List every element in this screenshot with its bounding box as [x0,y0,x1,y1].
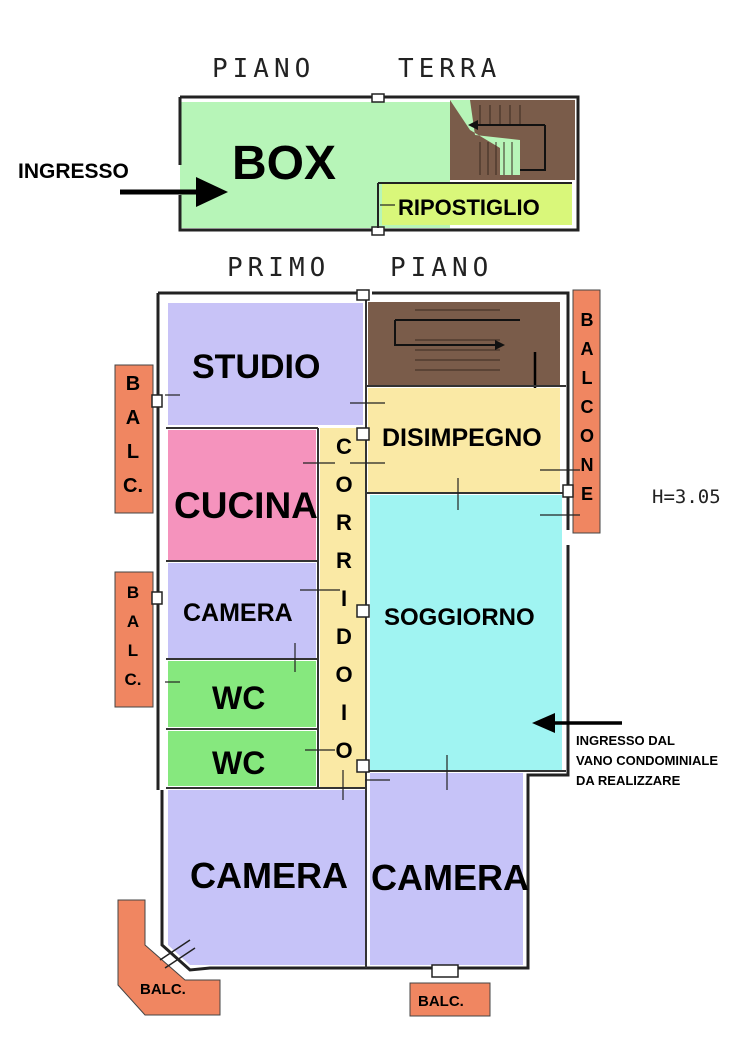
wc-1-room [168,661,316,727]
balcony-left-mid-letter-3: L [128,641,138,660]
first-floor-heading-1: PRIMO [227,253,330,283]
first-floor-inner-walls [166,300,566,968]
entrance-label: INGRESSO [18,160,129,183]
kitchen-label: CUCINA [174,485,318,526]
balcony-left-top-letter-4: C. [123,475,143,497]
first-floor-heading-2: PIANO [390,253,493,283]
living-room [370,495,562,770]
first-floor: STUDIO DISIMPEGNO CUCINA SOGGIORNO CAMER… [114,204,718,1017]
balcony-left-top-letter-2: A [126,407,140,429]
balcony-right-letter-1: B [581,310,594,330]
balcony-bottom-right-label: BALC. [418,993,464,1010]
balcony-bottom-left-label: BALC. [140,981,186,998]
door-marks [165,204,580,800]
wc-2-room [168,731,316,786]
corridor-letter-6: D [336,624,352,649]
bedroom-small-label: CAMERA [183,599,293,627]
ceiling-height-label: H=3.05 [652,486,721,508]
stair-arrow-ground [475,124,546,171]
balcony-left-top [114,364,154,514]
stair-arrow-first [394,319,520,346]
balcony-left-mid-letter-1: B [127,583,139,602]
bedroom-left-room [168,790,366,965]
bedroom-right-label: CAMERA [371,857,529,898]
ground-floor-heading-2: TERRA [398,54,501,84]
balcony-left-mid [114,571,154,708]
corridor-letter-8: I [341,700,347,725]
landing-room [368,388,560,492]
corridor-letter-7: O [335,662,352,687]
bedroom-small-room [168,563,316,658]
balcony-right-letter-3: L [582,368,593,388]
first-floor-outer-walls [156,291,570,972]
stair-treads-ground [479,105,521,175]
storage-label: RIPOSTIGLIO [398,195,540,220]
entrance-note-line-2: VANO CONDOMINIALE [576,753,718,768]
balcony-right [572,289,601,534]
landing-label: DISIMPEGNO [382,424,542,452]
box-label: BOX [232,137,336,190]
studio-label: STUDIO [192,348,320,386]
stairs-first [368,302,560,385]
bedroom-left-label: CAMERA [190,855,348,896]
balcony-right-letter-7: E [581,484,593,504]
balcony-left-mid-letter-2: A [127,612,139,631]
balcony-left-top-letter-1: B [126,373,140,395]
corridor-letter-9: O [335,738,352,763]
entrance-note-line-3: DA REALIZZARE [576,773,681,788]
balcony-right-letter-2: A [581,339,594,359]
corridor-letter-2: O [335,472,352,497]
wc-2-label: WC [212,745,265,781]
balcony-right-letter-5: O [580,426,594,446]
ground-floor: BOX RIPOSTIGLIO INGRESSO [18,93,580,236]
balcony-left-mid-letters: BAL C. [125,583,142,689]
balcony-left-mid-letter-4: C. [125,670,142,689]
living-label: SOGGIORNO [384,604,535,631]
corridor-letter-3: R [336,510,352,535]
wc-1-label: WC [212,680,265,716]
studio-room [168,303,363,425]
balcony-left-top-letters: BAL C. [123,373,143,497]
corridor-letter-1: C [336,434,352,459]
storage-room [382,183,572,225]
corridor-letter-5: I [341,586,347,611]
balcony-right-letter-4: C [581,397,594,417]
balcony-left-top-letter-3: L [127,441,139,463]
entrance-note-line-1: INGRESSO DAL [576,733,675,748]
bedroom-right-room [370,773,523,965]
corridor-letter-4: R [336,548,352,573]
kitchen-room [168,430,316,560]
balcony-bottom-left [117,899,221,1016]
balcony-right-letter-6: N [581,455,594,475]
balcony-bottom-right [409,982,491,1017]
ground-floor-heading-1: PIANO [212,54,315,84]
ground-walls [178,95,580,232]
